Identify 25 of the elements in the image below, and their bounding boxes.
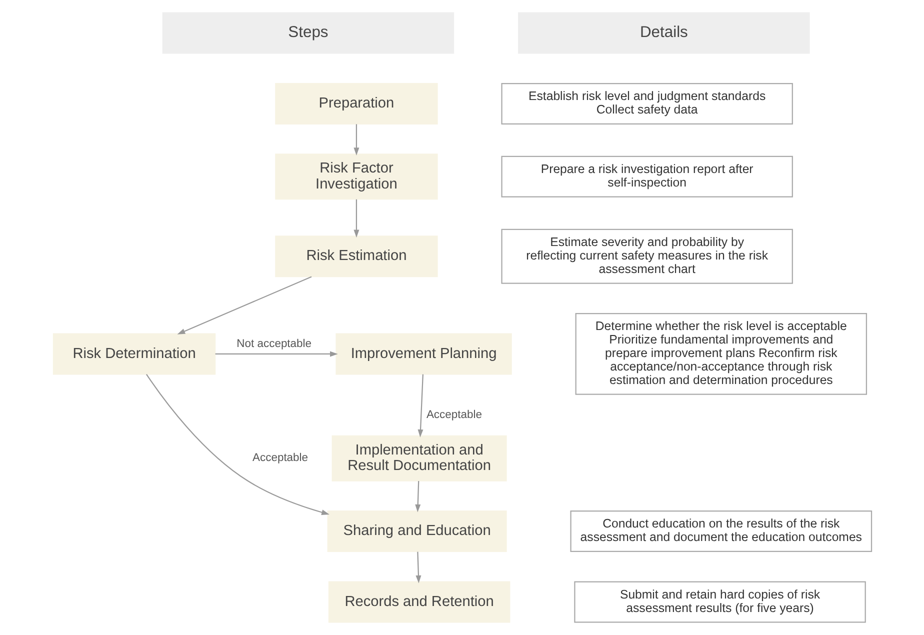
arrow: [417, 374, 423, 438]
arrow: [176, 276, 312, 334]
node-box: Risk Factor Investigation: [274, 154, 438, 200]
arrow: [414, 481, 420, 512]
node-box: Determine whether the risk level is acceptable Prioritize fundamental improvements and prepare improvement plans Reconfirm risk acceptance/non-acceptance through risk estimation and determination procedures: [574, 313, 867, 395]
arrow: [353, 124, 359, 156]
node-box: Conduct education on the results of the risk assessment and document the education outcomes: [570, 510, 872, 552]
arrow: [214, 351, 338, 357]
node-box: Improvement Planning: [335, 333, 512, 375]
arrow: [415, 552, 421, 584]
edge-label: Acceptable: [426, 408, 482, 421]
node-box: Prepare a risk investigation report after self-inspection: [500, 156, 792, 198]
node-box: Preparation: [274, 82, 438, 124]
node-box: Risk Determination: [52, 333, 216, 375]
node-box: Submit and retain hard copies of risk assessment results (for five years): [574, 581, 866, 623]
arrow: [146, 374, 329, 515]
node-box: Risk Estimation: [274, 236, 438, 278]
node-box: Sharing and Education: [326, 510, 506, 552]
node-box: Implementation and Result Documentation: [331, 435, 506, 482]
arrow: [353, 199, 359, 238]
node-box: Establish risk level and judgment standards Collect safety data: [500, 82, 792, 124]
node-box: Estimate severity and probability by reflecting current safety measures in the risk assessment chart: [500, 228, 792, 284]
edge-label: Acceptable: [252, 452, 308, 464]
node-box: Records and Retention: [328, 581, 510, 623]
edge-label: Not acceptable: [236, 338, 312, 350]
